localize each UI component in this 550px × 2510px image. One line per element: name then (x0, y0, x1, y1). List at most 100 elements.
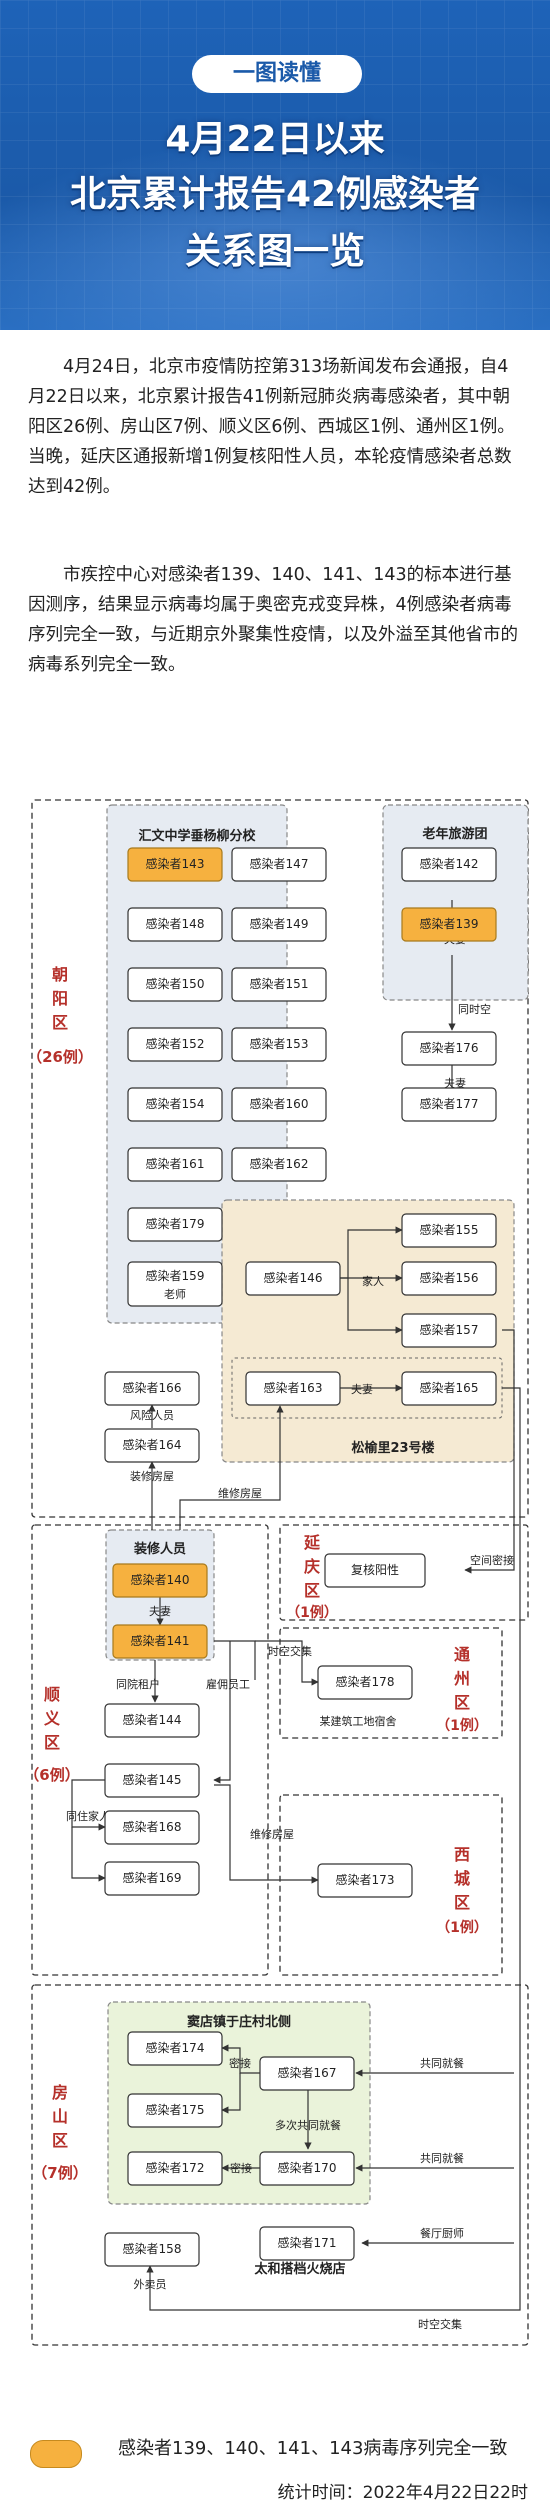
node-box-n155 (401, 1213, 497, 1248)
node-box-n150 (127, 967, 223, 1002)
edge-label-time-space-cross: 时空交集 (268, 1644, 312, 1658)
node-n165: 感染者165 (401, 1371, 497, 1406)
node-label-n139: 感染者139 (420, 916, 479, 931)
node-label-n161: 感染者161 (146, 1156, 205, 1171)
node-box-n172 (127, 2151, 223, 2186)
node-label-n159: 感染者159 (146, 1268, 205, 1283)
node-label-n144: 感染者144 (123, 1712, 182, 1727)
edge-label-same-trip: 同时空 (458, 1002, 491, 1016)
node-n177: 感染者177 (401, 1087, 497, 1122)
district-yanqing-count: （1例） (286, 1604, 338, 1621)
node-box-n153 (231, 1027, 327, 1062)
district-xicheng-char-2: 城 (454, 1869, 470, 1888)
node-n178: 感染者178 (317, 1665, 413, 1700)
district-tongzhou-char-2: 州 (453, 1669, 470, 1688)
node-n170: 感染者170 (259, 2151, 355, 2186)
node-n176: 感染者176 (401, 1031, 497, 1066)
node-label-n167: 感染者167 (278, 2065, 337, 2080)
district-chaoyang-char-2: 阳 (52, 989, 68, 1008)
district-tongzhou-count: （1例） (436, 1717, 488, 1734)
node-label-n157: 感染者157 (420, 1322, 479, 1337)
group-decor-title: 装修人员 (133, 1541, 186, 1557)
node-n147: 感染者147 (231, 847, 327, 882)
node-label-nrecheck: 复核阳性 (351, 1563, 399, 1577)
node-label-n149: 感染者149 (250, 916, 309, 931)
district-yanqing-char-3: 区 (304, 1581, 320, 1600)
group-tour-title: 老年旅游团 (421, 826, 487, 842)
edge-label-employee: 雇佣员工 (206, 1677, 250, 1691)
edge-label-space-contact: 空间密接 (470, 1553, 514, 1567)
node-n156: 感染者156 (401, 1261, 497, 1296)
node-box-n167 (259, 2056, 355, 2091)
node-label-n164: 感染者164 (123, 1437, 182, 1452)
node-label-n146: 感染者146 (264, 1270, 323, 1285)
node-n148: 感染者148 (127, 907, 223, 942)
node-box-nrecheck (324, 1553, 426, 1588)
header-banner: 一图读懂 4月22日以来 北京累计报告42例感染者 关系图一览 (0, 0, 550, 330)
node-box-n160 (231, 1087, 327, 1122)
edge-label-close1: 密接 (229, 2056, 251, 2070)
node-label-n163: 感染者163 (264, 1380, 323, 1395)
node-n175: 感染者175 (127, 2093, 223, 2128)
node-n151: 感染者151 (231, 967, 327, 1002)
district-fangshan-char-3: 区 (52, 2131, 68, 2150)
district-shunyi-char-1: 顺 (44, 1685, 60, 1704)
node-n172: 感染者172 (127, 2151, 223, 2186)
node-n161: 感染者161 (127, 1147, 223, 1182)
node-label-n176: 感染者176 (420, 1040, 479, 1055)
group-school-title: 汇文中学垂杨柳分校 (138, 828, 256, 844)
node-n164: 感染者164 (104, 1428, 200, 1463)
group-taihe-title: 太和搭档火烧店 (253, 2261, 345, 2277)
title-line-1: 4月22日以来 (165, 119, 385, 160)
node-box-n176 (401, 1031, 497, 1066)
node-label-n148: 感染者148 (146, 916, 205, 931)
node-box-n164 (104, 1428, 200, 1463)
node-nrecheck: 复核阳性 (324, 1553, 426, 1588)
node-label-n154: 感染者154 (146, 1096, 205, 1111)
node-box-n140 (112, 1563, 208, 1598)
node-label-n165: 感染者165 (420, 1380, 479, 1395)
node-n145: 感染者145 (104, 1763, 200, 1798)
node-n163: 感染者163 (245, 1371, 341, 1406)
region-fangshan (31, 1984, 529, 2346)
node-box-n166 (104, 1371, 200, 1406)
node-n143: 感染者143 (127, 847, 223, 882)
footer-timestamp: 统计时间：2022年4月22日22时 (277, 2483, 528, 2503)
district-xicheng-char-3: 区 (454, 1893, 470, 1912)
node-label-n172: 感染者172 (146, 2160, 205, 2175)
region-tongzhou (279, 1627, 503, 1739)
region-yanqing (279, 1524, 529, 1621)
node-n155: 感染者155 (401, 1213, 497, 1248)
header-badge: 一图读懂 (192, 55, 362, 93)
node-box-n152 (127, 1027, 223, 1062)
caption-delivery: 外卖员 (134, 2278, 167, 2291)
node-label-n178: 感染者178 (336, 1674, 395, 1689)
node-box-n158 (104, 2232, 200, 2267)
node-label-n174: 感染者174 (146, 2040, 205, 2055)
node-box-n156 (401, 1261, 497, 1296)
node-label-n147: 感染者147 (250, 856, 309, 871)
node-n153: 感染者153 (231, 1027, 327, 1062)
node-n167: 感染者167 (259, 2056, 355, 2091)
node-box-n177 (401, 1087, 497, 1122)
node-label-n169: 感染者169 (123, 1870, 182, 1885)
node-box-n161 (127, 1147, 223, 1182)
intro-paragraph-2: 市疾控中心对感染者139、140、141、143的标本进行基因测序，结果显示病毒… (28, 565, 518, 675)
node-box-n168 (104, 1810, 200, 1845)
node-n150: 感染者150 (127, 967, 223, 1002)
edge-label-multi-dine: 多次共同就餐 (275, 2118, 341, 2132)
node-box-n149 (231, 907, 327, 942)
node-label-n158: 感染者158 (123, 2241, 182, 2256)
title-line-2: 北京累计报告42例感染者 (69, 174, 481, 215)
node-label-n142: 感染者142 (420, 856, 479, 871)
district-shunyi-char-3: 区 (44, 1733, 60, 1752)
caption-site-dorm: 某建筑工地宿舍 (320, 1714, 397, 1728)
node-box-n173 (317, 1863, 413, 1898)
edge-label-chef: 餐厅厨师 (420, 2226, 464, 2240)
node-label-n177: 感染者177 (420, 1096, 479, 1111)
node-box-n163 (245, 1371, 341, 1406)
node-n146: 感染者146 (245, 1261, 341, 1296)
group-dianyao-title: 窦店镇于庄村北侧 (187, 2014, 291, 2030)
node-box-n146 (245, 1261, 341, 1296)
